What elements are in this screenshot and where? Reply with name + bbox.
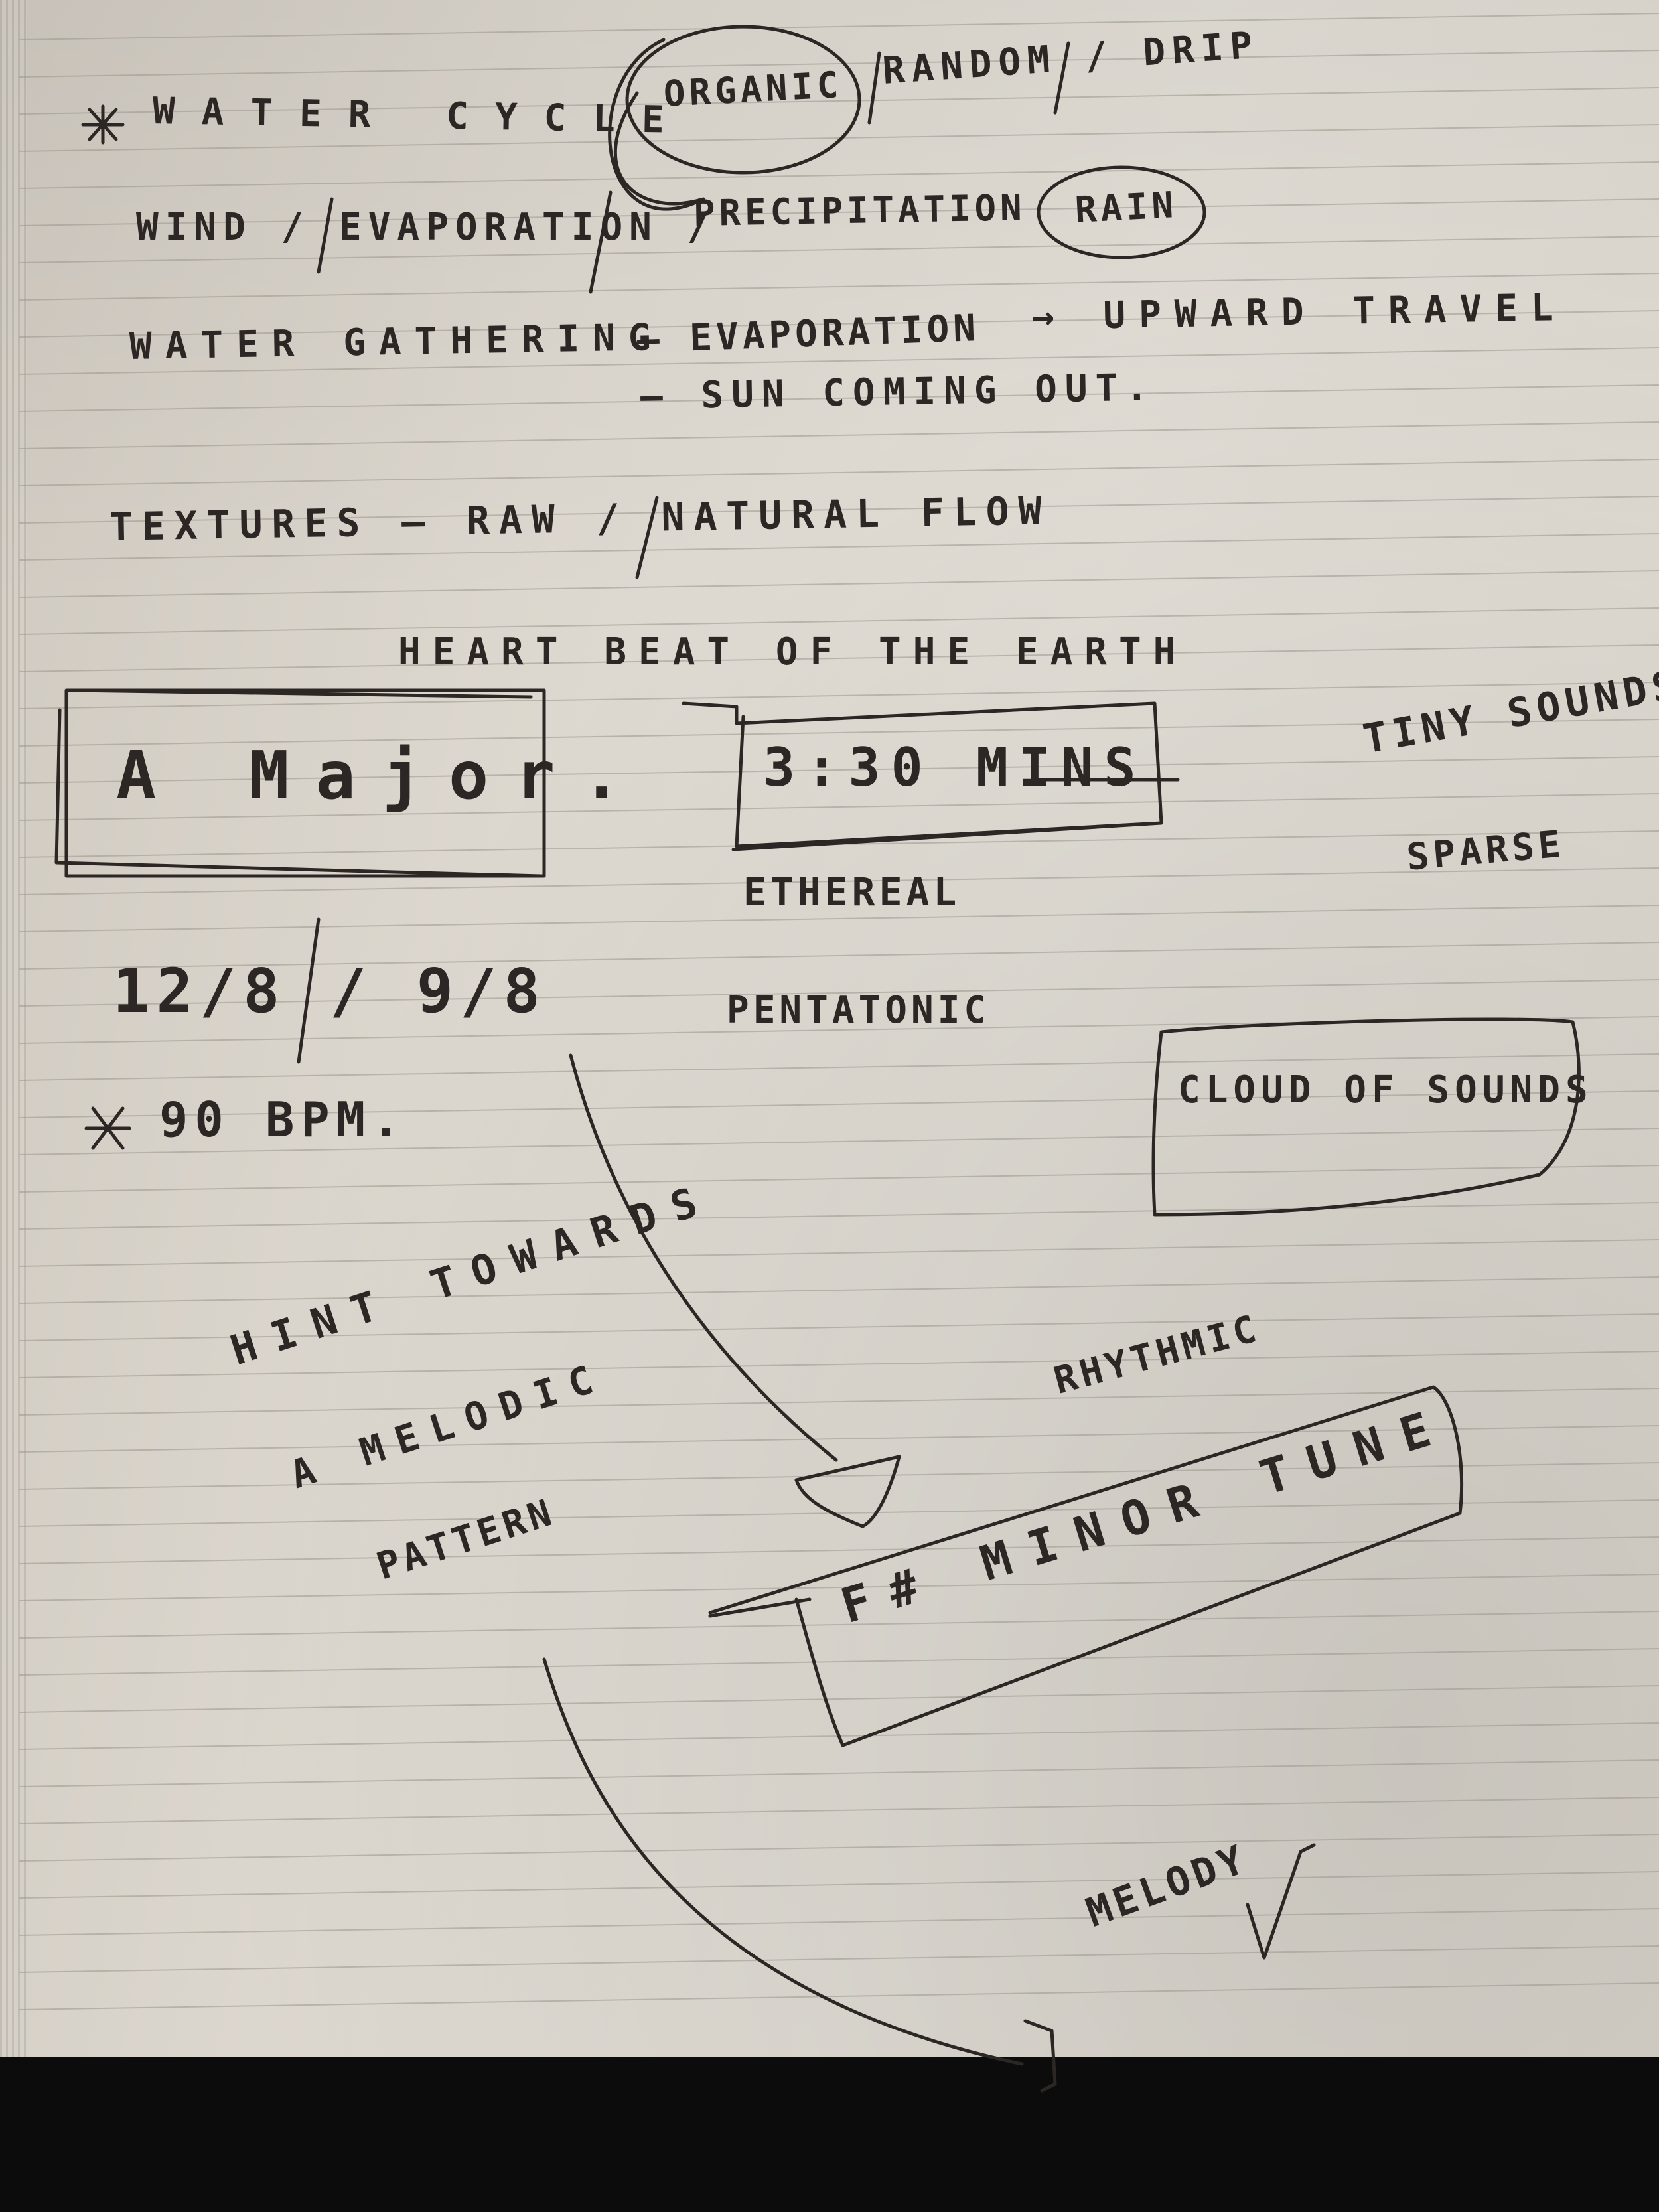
divider	[297, 917, 321, 1064]
organic-loop	[608, 38, 705, 211]
ruled-line	[19, 1425, 1659, 1453]
ruled-line	[19, 1202, 1659, 1230]
ruled-line	[19, 124, 1659, 152]
ruled-line	[19, 1536, 1659, 1564]
ruled-line	[19, 1165, 1659, 1193]
ruled-line	[19, 1648, 1659, 1676]
ruled-line	[19, 50, 1659, 78]
a-major-box-sketch	[54, 688, 543, 878]
ruled-line	[19, 1945, 1659, 1973]
ruled-line	[19, 979, 1659, 1007]
star-icon	[84, 1106, 131, 1150]
tune-box	[708, 1385, 1464, 1747]
note-time-signatures: 12/8 / 9/8	[113, 956, 547, 1027]
ruled-line	[19, 942, 1659, 970]
note-wind-evaporation: WIND / EVAPORATION /	[136, 206, 717, 249]
ruled-line	[19, 1276, 1659, 1304]
note-a-major: A Major.	[116, 737, 648, 814]
ruled-line	[19, 161, 1659, 189]
star-icon	[81, 104, 125, 145]
arrow-head	[794, 1455, 901, 1528]
cloud-box	[1151, 1017, 1581, 1217]
ruled-line	[19, 87, 1659, 115]
ruled-line	[19, 310, 1659, 338]
ruled-line	[19, 1313, 1659, 1341]
ruled-line	[19, 13, 1659, 40]
note-heartbeat: HEART BEAT OF THE EARTH	[398, 630, 1188, 674]
duration-box	[682, 701, 1163, 851]
a-major-box	[64, 688, 546, 878]
rain-circle	[1037, 165, 1206, 259]
note-sun-coming-out: – SUN COMING OUT.	[640, 366, 1157, 418]
ruled-line	[19, 793, 1659, 821]
ruled-line	[19, 421, 1659, 449]
ruled-line	[19, 1611, 1659, 1639]
ruled-line	[19, 1462, 1659, 1490]
ruled-line	[19, 719, 1659, 747]
divider	[635, 496, 659, 579]
divider	[317, 197, 334, 274]
ruled-line	[19, 1499, 1659, 1527]
ruled-line	[19, 1797, 1659, 1824]
ruled-line	[19, 347, 1659, 375]
divider	[867, 51, 881, 125]
note-cloud-of-sounds: CLOUD OF SOUNDS	[1178, 1069, 1593, 1112]
ruled-line	[19, 682, 1659, 709]
ruled-line	[19, 1834, 1659, 1862]
ruled-line	[19, 1388, 1659, 1416]
flow-arrow	[542, 1657, 1024, 2066]
ruled-line	[19, 905, 1659, 932]
ruled-line	[19, 607, 1659, 635]
note-pentatonic: PENTATONIC	[727, 989, 991, 1032]
ruled-lines	[19, 13, 1659, 2010]
note-rain: RAIN	[1074, 183, 1179, 231]
ruled-line	[19, 1351, 1659, 1378]
ruled-line	[19, 644, 1659, 672]
organic-circle	[625, 25, 861, 175]
ruled-line	[19, 756, 1659, 784]
tune-box-line	[708, 1597, 812, 1618]
ruled-line	[19, 1574, 1659, 1601]
ruled-line	[19, 384, 1659, 412]
note-precipitation: PRECIPITATION	[693, 186, 1027, 234]
flow-arrow	[569, 1053, 838, 1462]
ruled-line	[19, 1871, 1659, 1899]
ruled-line	[19, 533, 1659, 561]
ruled-line	[19, 1128, 1659, 1155]
ruled-line	[19, 198, 1659, 226]
melody-tick	[1246, 1843, 1316, 1960]
divider	[1053, 41, 1070, 115]
note-duration: 3:30 MINS	[763, 737, 1147, 798]
page-stack-edge	[0, 0, 27, 2057]
divider	[589, 190, 613, 294]
ruled-line	[19, 459, 1659, 486]
ruled-line	[19, 1908, 1659, 1936]
ruled-line	[19, 1239, 1659, 1267]
ruled-line	[19, 867, 1659, 895]
ruled-line	[19, 1090, 1659, 1118]
ruled-line	[19, 1053, 1659, 1081]
ruled-line	[19, 1982, 1659, 2010]
ruled-line	[19, 236, 1659, 263]
arrow-head	[1023, 2019, 1057, 2093]
ruled-line	[19, 273, 1659, 301]
ruled-line	[19, 1685, 1659, 1713]
ruled-line	[19, 1759, 1659, 1787]
ruled-line	[19, 570, 1659, 598]
note-bpm: 90 BPM.	[159, 1092, 407, 1147]
note-ethereal: ETHEREAL	[743, 869, 961, 915]
ruled-line	[19, 496, 1659, 524]
